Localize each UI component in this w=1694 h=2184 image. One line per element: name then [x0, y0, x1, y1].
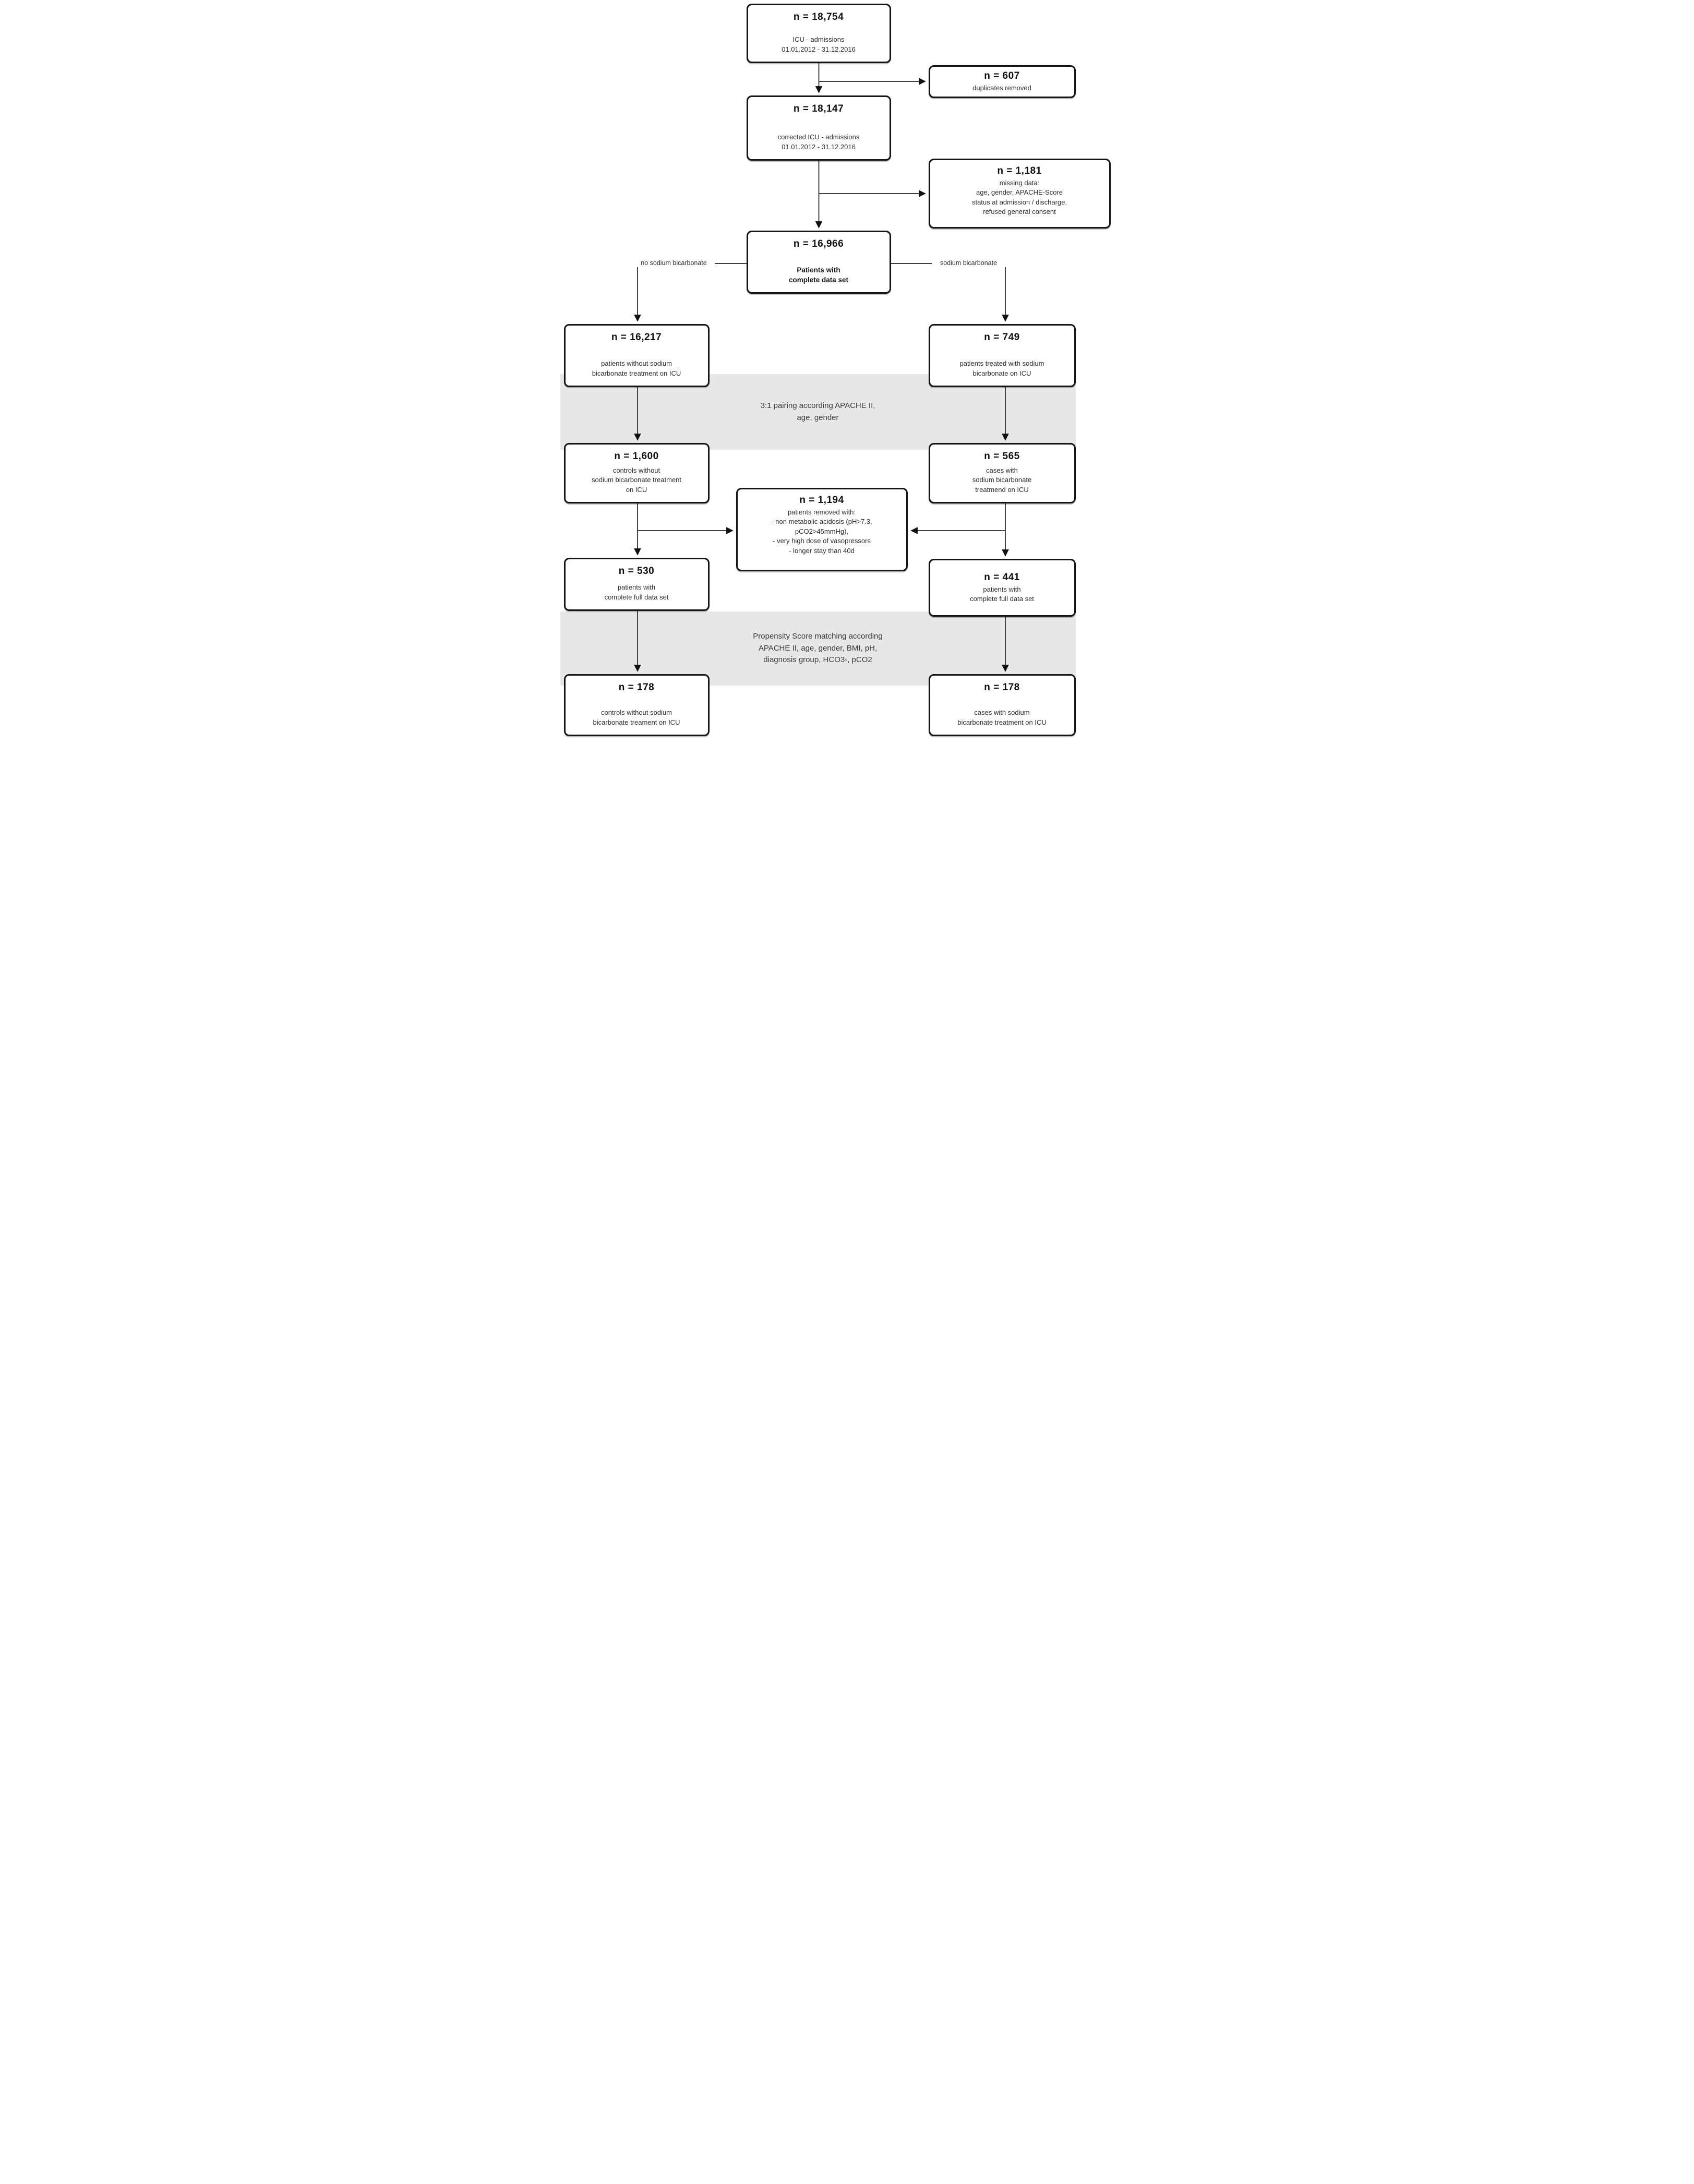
branch-label-sodium-bicarbonate: sodium bicarbonate: [940, 259, 998, 267]
box-description: patients removed with:- non metabolic ac…: [771, 508, 872, 555]
n-value: n = 607: [984, 70, 1020, 81]
flow-connectors: [633, 63, 1009, 672]
box-description: duplicates removed: [972, 83, 1031, 92]
n-value: n = 565: [984, 451, 1020, 462]
n-value: n = 16,966: [793, 238, 844, 249]
n-value: n = 530: [618, 566, 655, 577]
box-patients-removed: n = 1,194 patients removed with:- non me…: [736, 488, 908, 571]
n-value: n = 441: [984, 571, 1020, 583]
n-value: n = 16,217: [611, 332, 662, 343]
patient-flow-diagram: 3:1 pairing according APACHE II,age, gen…: [560, 0, 1134, 740]
box-duplicates-removed: n = 607 duplicates removed: [928, 65, 1076, 98]
n-value: n = 1,194: [799, 495, 844, 506]
branch-label-no-sodium-bicarbonate: no sodium bicarbonate: [641, 259, 707, 267]
n-value: n = 178: [618, 682, 655, 693]
n-value: n = 178: [984, 682, 1020, 693]
n-value: n = 18,754: [793, 11, 844, 22]
n-value: n = 1,600: [614, 451, 659, 462]
box-missing-data: n = 1,181 missing data:age, gender, APAC…: [928, 159, 1111, 229]
n-value: n = 1,181: [997, 165, 1042, 176]
n-value: n = 749: [984, 332, 1020, 343]
pairing-band-text: 3:1 pairing according APACHE II,age, gen…: [760, 401, 875, 422]
n-value: n = 18,147: [793, 103, 844, 114]
